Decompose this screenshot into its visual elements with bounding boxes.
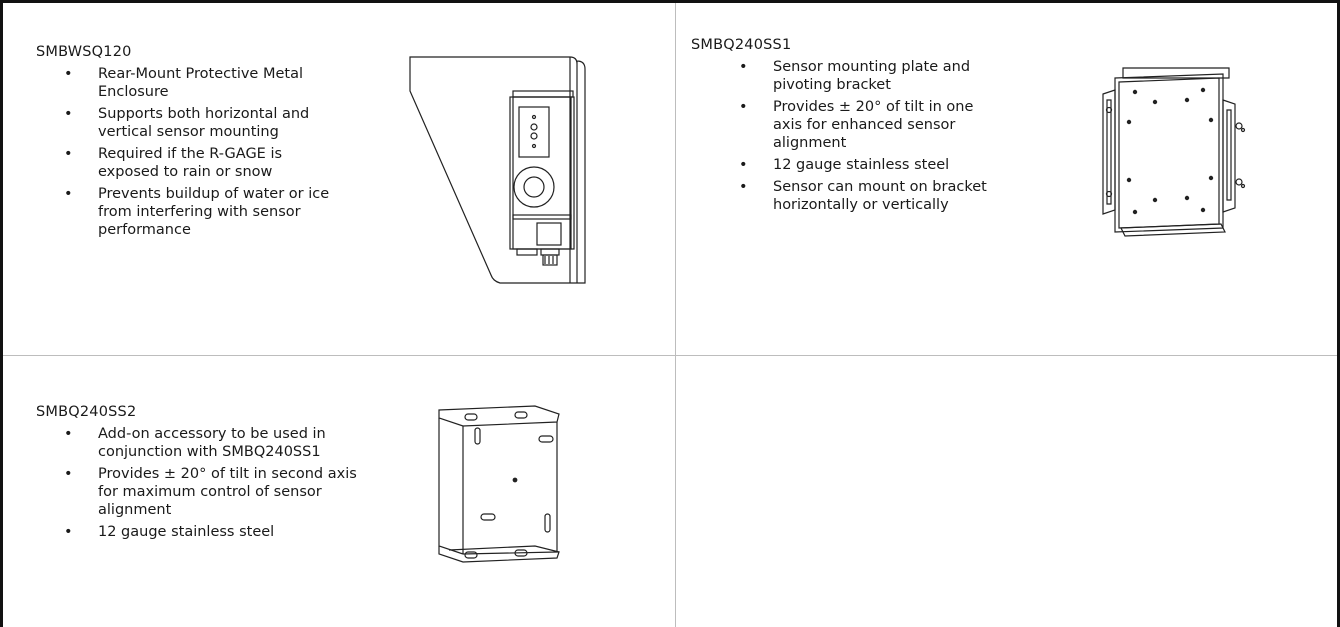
bullet-item: •Provides ± 20° of tilt in second axis f… (64, 466, 357, 518)
model-name: SMBQ240SS2 (36, 404, 137, 420)
bullet-item: •Sensor can mount on bracket horizontall… (739, 179, 987, 213)
enclosure-drawing (409, 56, 586, 284)
row-divider (3, 355, 1337, 356)
bullet-item: •12 gauge stainless steel (739, 157, 950, 173)
cell-smbwsq120: SMBWSQ120 •Rear-Mount Protective Metal E… (36, 43, 336, 243)
table-top-border (0, 0, 1340, 3)
cell-smbq240ss2: SMBQ240SS2 •Add-on accessory to be used … (36, 403, 366, 545)
bullet-item: •Prevents buildup of water or ice from i… (64, 186, 330, 238)
table-left-border (0, 0, 3, 627)
bullet-item: •Sensor mounting plate and pivoting brac… (739, 59, 971, 93)
bullet-item: •Provides ± 20° of tilt in one axis for … (739, 99, 974, 151)
model-name: SMBQ240SS1 (691, 37, 792, 53)
column-divider (675, 3, 676, 627)
bullet-item: •Add-on accessory to be used in conjunct… (64, 426, 326, 460)
mounting-plate-drawing (1102, 67, 1246, 237)
bullet-item: •12 gauge stainless steel (64, 524, 275, 540)
cell-smbq240ss1: SMBQ240SS1 •Sensor mounting plate and pi… (691, 36, 991, 218)
u-bracket-drawing (438, 405, 560, 563)
model-name: SMBWSQ120 (36, 44, 132, 60)
bullet-item: •Required if the R-GAGE is exposed to ra… (64, 146, 283, 180)
bullet-item: •Rear-Mount Protective Metal Enclosure (64, 66, 303, 100)
table-right-border (1337, 0, 1340, 627)
bullet-item: •Supports both horizontal and vertical s… (64, 106, 310, 140)
